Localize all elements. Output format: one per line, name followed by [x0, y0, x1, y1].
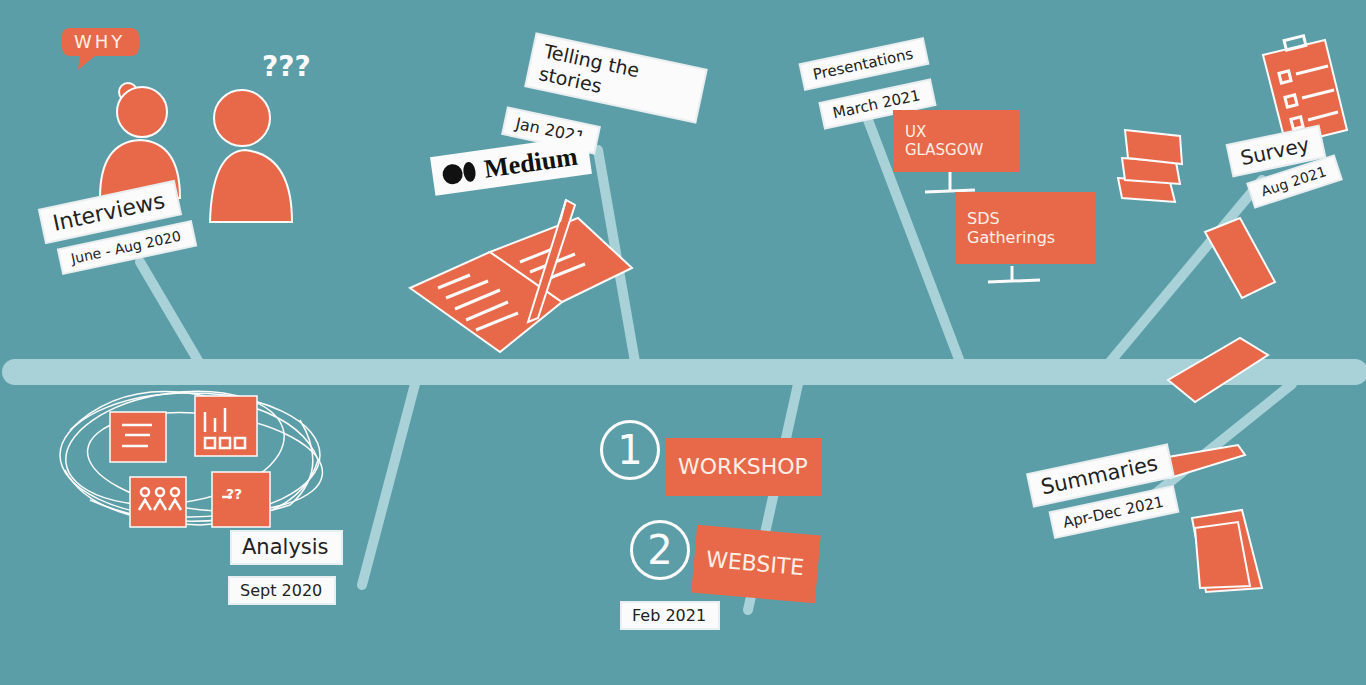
- node-text: Medium: [482, 141, 581, 185]
- stage-label: Telling the stories: [527, 35, 706, 121]
- monitor-screen: UX GLASGOW: [893, 110, 1019, 172]
- node-text: WORKSHOP: [678, 454, 810, 480]
- step-box: WORKSHOP: [666, 438, 822, 496]
- speech-bubble: WHY: [62, 28, 139, 56]
- node-text: 2: [647, 526, 672, 574]
- callout-number: 2: [630, 520, 690, 580]
- question-marks: ???: [262, 50, 311, 83]
- logo-dots: [440, 158, 481, 187]
- node-text: WHY: [74, 31, 127, 53]
- medium-logo: Medium: [430, 135, 592, 196]
- node-text: 1: [617, 426, 642, 474]
- date-label: Sept 2020: [230, 578, 334, 603]
- node-text: Sept 2020: [240, 581, 324, 600]
- node-text: UX GLASGOW: [905, 123, 1005, 159]
- node-text: Feb 2021: [632, 606, 708, 625]
- date-label: Feb 2021: [622, 603, 718, 628]
- node-text: Presentations: [811, 44, 916, 83]
- step-box: WEBSITE: [691, 525, 820, 604]
- node-text: SDS Gatherings: [967, 209, 1082, 247]
- callout-number: 1: [600, 420, 660, 480]
- node-text: WEBSITE: [705, 546, 807, 581]
- monitor-screen: SDS Gatherings: [955, 192, 1096, 264]
- node-text: Survey: [1238, 132, 1313, 170]
- node-text: Aug 2021: [1259, 163, 1330, 200]
- node-text: Analysis: [242, 535, 331, 560]
- stage-label: Presentations: [801, 39, 927, 88]
- node-text: Telling the stories: [537, 40, 693, 116]
- node-text: Apr-Dec 2021: [1061, 492, 1166, 531]
- icon-text: ??: [226, 486, 242, 502]
- stage-label: Analysis: [232, 532, 341, 563]
